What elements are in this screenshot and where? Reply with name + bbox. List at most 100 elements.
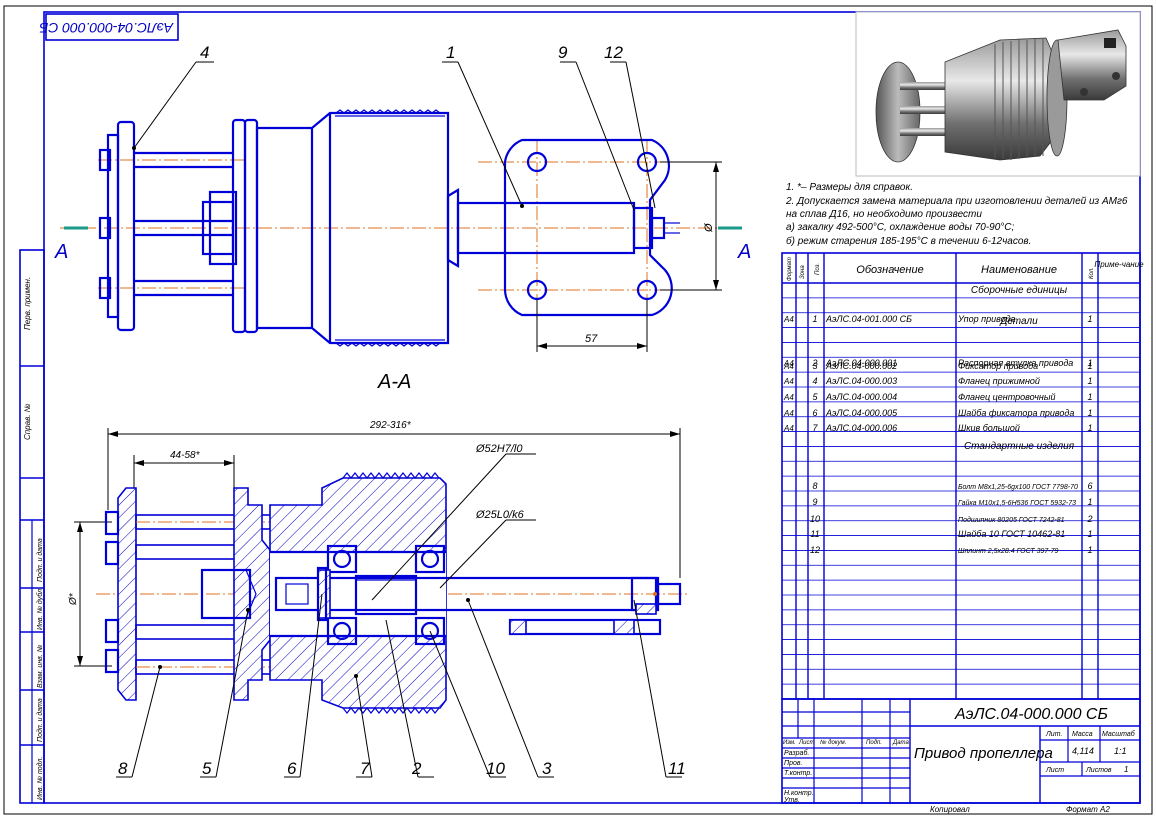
callout-12: 12: [604, 43, 623, 62]
spec-cell-qty: 1: [1087, 392, 1092, 402]
spec-cell-pos: 3: [812, 361, 817, 371]
callout-3: 3: [542, 759, 552, 778]
spec-cell-designation: АэЛС.04-000.005: [825, 408, 898, 418]
callout-5: 5: [202, 759, 212, 778]
spec-cell-name: Шкив большой: [958, 423, 1020, 433]
spec-cell-name: Шплинт 2,5х28.4 ГОСТ 397-79: [958, 548, 1059, 555]
note-1: 1. *– Размеры для справок.: [786, 182, 913, 193]
tb-lit: Лит.: [1045, 731, 1062, 738]
spec-cell-qty: 1: [1087, 423, 1092, 433]
spec-cell-designation: АэЛС.04-000.004: [825, 392, 897, 402]
top-view: А А Ø 57: [54, 109, 751, 352]
dim-dia-left: Ø*: [68, 592, 79, 606]
spec-cell-name: Фиксатор привода: [958, 361, 1038, 371]
spec-cell-format: А4: [783, 315, 794, 324]
stamp-podp2: Подп. и дата: [36, 698, 44, 742]
stamp-inv-dubl: Инв. № дубл.: [36, 587, 44, 630]
tb-date: Дата: [892, 740, 909, 746]
leader-lines: [116, 61, 682, 778]
spec-cell-name: Фланец прижимной: [958, 376, 1040, 386]
tb-razrab: Разраб.: [784, 749, 809, 757]
render-3d: [855, 11, 1141, 177]
view-label: А-А: [377, 371, 411, 393]
spec-cell-pos: 11: [810, 529, 819, 539]
note-5: б) режим старения 185-195°С в течении 6-…: [786, 235, 1031, 247]
spec-cell-pos: 4: [812, 376, 817, 386]
spec-cell-name: Фланец центровочный: [958, 392, 1056, 402]
spec-cell-format: А4: [783, 393, 794, 402]
note-3: на сплав Д16, но необходимо произвести: [786, 208, 982, 220]
spec-cell-format: А4: [783, 424, 794, 433]
callout-9: 9: [558, 43, 568, 62]
dim-flange-len: 44-58*: [170, 450, 201, 461]
spec-cell-name: Распорная втулка привода: [958, 358, 1073, 368]
dim-bearing-fit: Ø52H7/l0: [475, 443, 523, 455]
tb-sheets: 1: [1124, 765, 1128, 774]
section-mark-right: А: [737, 241, 751, 263]
tb-code: АэЛС.04-000.000 СБ: [954, 706, 1108, 723]
spec-cell-pos: 10: [810, 514, 820, 524]
spec-cell-pos: 12: [810, 545, 820, 555]
spec-cell-name: Гайка М10х1,5-6Н536 ГОСТ 5932-73: [958, 499, 1076, 507]
tb-copied: Копировал: [930, 805, 970, 814]
spec-cell-designation: АэЛС.04-000.001: [825, 358, 897, 368]
spec-cell-designation: АэЛС.04-000.006: [825, 423, 897, 433]
spec-cell-format: А4: [783, 359, 794, 368]
spec-cell-qty: 1: [1087, 545, 1092, 555]
section-mark-left: А: [54, 241, 68, 263]
stamp-podp1: Подп. и дата: [36, 538, 44, 582]
tb-scale: 1:1: [1114, 746, 1127, 756]
tb-format: Формат А2: [1066, 805, 1110, 814]
spec-cell-qty: 6: [1087, 481, 1092, 491]
stamp-inv-podl: Инв. № подл.: [36, 757, 44, 800]
callout-2: 2: [411, 759, 422, 778]
tb-prov: Пров.: [784, 760, 803, 767]
tb-nkontr: Н.контр.: [784, 790, 814, 797]
spec-cell-pos: 5: [812, 392, 818, 402]
stamp-sprav: Справ. №: [23, 403, 32, 440]
tb-mass: 4,114: [1072, 746, 1094, 756]
spec-cell-format: А4: [783, 377, 794, 386]
title-block: Изм. Лист № докум. Подп. Дата Разраб. Пр…: [781, 698, 1141, 804]
spec-cell-pos: 1: [812, 314, 817, 324]
note-4: a) закалку 492-500°С, охлаждение воды 70…: [786, 222, 1014, 233]
spec-cell-pos: 8: [812, 481, 817, 491]
spec-head-designation: Обозначение: [856, 264, 923, 276]
tb-mass-label: Масса: [1072, 731, 1093, 738]
top-stamp: АэЛС.04-000.000 СБ: [39, 13, 179, 41]
section-view: 292-316* 44-58* Ø*: [68, 420, 690, 714]
side-stamps: Перв. примен. Справ. № Подп. и дата Инв.…: [19, 249, 45, 804]
dim-57: 57: [585, 333, 598, 345]
leader-dots: [132, 146, 524, 678]
spec-cell-qty: 1: [1087, 529, 1092, 539]
spec-cell-qty: 1: [1087, 376, 1092, 386]
callout-1: 1: [446, 43, 455, 62]
callout-4: 4: [200, 43, 209, 62]
spec-cell-qty: 2: [1086, 514, 1092, 524]
outer-frame: [3, 5, 1153, 815]
spec-head-note: Приме-чание: [1094, 260, 1144, 269]
svg-text:АэЛС.04-000.000 СБ: АэЛС.04-000.000 СБ: [39, 20, 174, 36]
spec-cell-format: А4: [783, 362, 794, 371]
spec-cell-qty: 1: [1087, 497, 1092, 507]
spec-cell-designation: АэЛС.04-000.003: [825, 376, 897, 386]
spec-head-qty: Кол.: [1089, 267, 1095, 279]
tb-scale-label: Масштаб: [1102, 730, 1136, 738]
callout-labels: 1 4 9 12 8 5 6 7 2 10 3 11: [118, 43, 686, 778]
callout-11: 11: [668, 759, 686, 778]
spec-section-title: Детали: [999, 316, 1038, 327]
spec-cell-name: Шайба фиксатора привода: [958, 408, 1074, 418]
tb-sheet: Лист: [1045, 767, 1064, 774]
spec-cell-pos: 6: [812, 408, 817, 418]
spec-cell-qty: 1: [1087, 361, 1092, 371]
spec-head-zone: Зона: [800, 265, 806, 279]
spec-cell-name: Шайба 10 ГОСТ 10462-81: [958, 529, 1065, 539]
spec-cell-designation: АэЛС.04-001.000 СБ: [825, 314, 912, 324]
spec-cell-qty: 1: [1087, 314, 1092, 324]
callout-10: 10: [486, 759, 505, 778]
tb-name: Привод пропеллера: [914, 745, 1053, 762]
callout-7: 7: [360, 759, 370, 778]
spec-cell-name: Болт М8х1,25-6gx100 ГОСТ 7798-70: [958, 484, 1078, 491]
tb-tkontr: Т.контр.: [784, 770, 812, 777]
